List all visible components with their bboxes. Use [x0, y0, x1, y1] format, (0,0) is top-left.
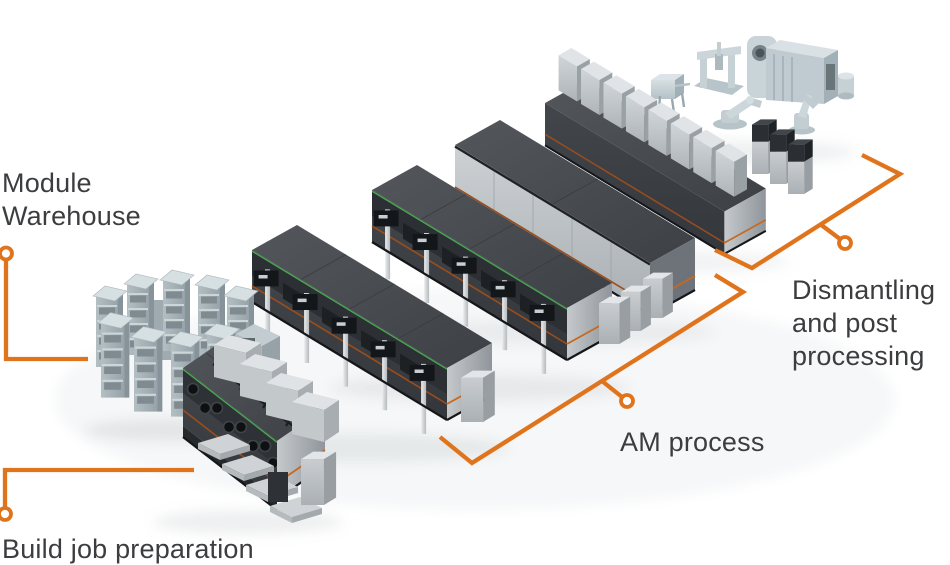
connector-module-warehouse — [0, 245, 88, 362]
label-am-process: AM process — [620, 426, 765, 459]
label-line: processing — [792, 341, 925, 371]
build-prep-top-modules — [214, 335, 339, 442]
label-build-job-preparation: Build job preparation — [2, 534, 254, 564]
label-line: Module — [2, 168, 92, 198]
callout-dot — [619, 393, 635, 409]
connector-build-job-preparation — [0, 467, 194, 522]
callout-dot — [0, 245, 14, 262]
callout-dot — [837, 235, 853, 251]
robot-arm-icon — [713, 96, 762, 130]
label-dismantling: Dismantling and post processing — [792, 274, 935, 373]
label-module-warehouse: Module Warehouse — [2, 167, 141, 233]
label-line: and post — [792, 308, 898, 338]
label-line: Dismantling — [792, 275, 936, 305]
powder-container-icon — [838, 72, 854, 100]
label-line: Warehouse — [2, 201, 141, 231]
callout-dot — [0, 506, 13, 522]
robot-arm-icon — [789, 94, 818, 135]
connector-am-process — [438, 273, 748, 466]
callout-connectors — [0, 153, 905, 522]
label-line: AM process — [620, 427, 765, 457]
post-processing-equipment — [649, 36, 854, 135]
transport-pedestal-row1 — [461, 370, 495, 422]
label-line: Build job preparation — [2, 534, 254, 564]
build-job-preparation-machine — [182, 335, 339, 523]
measuring-gantry-icon — [694, 42, 744, 95]
milling-machine-icon — [747, 36, 838, 104]
workstation-cart-icon — [649, 74, 691, 114]
connector-dismantling — [714, 153, 905, 271]
build-prep-dark-module — [268, 472, 288, 502]
build-prep-pedestal — [301, 451, 337, 505]
